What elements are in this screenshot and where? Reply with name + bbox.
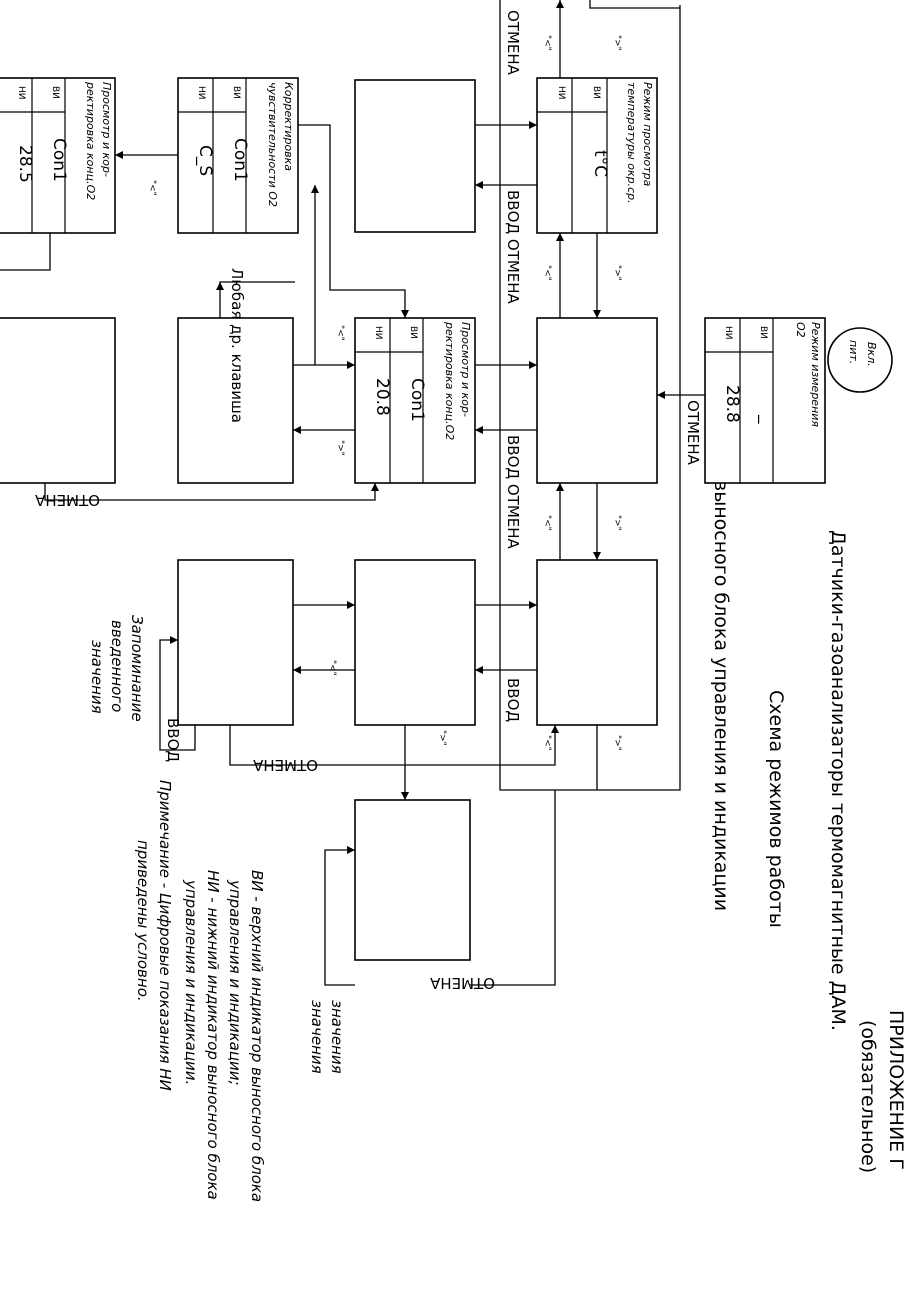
diagram-scheme: Схема режимов работы (765, 690, 787, 928)
conc2-title-l1: Просмотр и кор- (100, 82, 113, 177)
measure-title-l2: O2 (794, 322, 807, 338)
key-less-3: "<" (542, 515, 552, 531)
key-less-6: "<" (147, 180, 157, 196)
block-empty-c (536, 559, 658, 726)
block-conc-view: Просмотр и кор- ректировка конц.O2 ВИ Co… (354, 317, 476, 484)
conc-view-vi-value: Con1 (407, 378, 427, 422)
label-vvod-otmena-2: ВВОД ОТМЕНА (504, 435, 522, 550)
measure-vi-value: _ (757, 414, 777, 424)
title-block: ПРИЛОЖЕНИЕ Г (обязательное) Датчики-газо… (710, 480, 907, 1173)
conc2-vi-label: ВИ (50, 86, 60, 99)
temp-title-l2: температуры окр.ср. (625, 82, 638, 204)
temp-vi-value: t°C (590, 150, 610, 177)
sens-ni-value: C_S (195, 145, 215, 176)
block-empty-e (177, 559, 294, 726)
block-empty-f (177, 317, 294, 484)
block-temperature-view: Режим просмотра температуры окр.ср. ВИ t… (536, 77, 658, 234)
connector-lines (0, 0, 705, 986)
key-less-2: "<" (542, 265, 552, 281)
start-node-line2: пит. (847, 340, 860, 364)
note-remark-l2: приведены условно. (134, 840, 152, 1002)
block-empty-h (354, 799, 471, 961)
sens-vi-label: ВИ (231, 86, 241, 99)
key-greater-2: ">" (612, 265, 622, 281)
conc-view-title-l1: Просмотр и кор- (459, 322, 472, 417)
label-otmena-bus: ОТМЕНА (34, 491, 100, 509)
label-otmena-top: ОТМЕНА (504, 10, 522, 76)
block-measure-mode: Режим измерения O2 ВИ _ НИ 28.8 (704, 317, 826, 484)
conc-view-ni-value: 20.8 (372, 378, 392, 416)
key-less-1: "<" (542, 35, 552, 51)
store-l1: Запоминание (128, 615, 146, 722)
key-greater-4: ">" (612, 735, 622, 751)
measure-ni-value: 28.8 (722, 385, 742, 423)
label-otmena-measure: ОТМЕНА (684, 400, 702, 466)
arrowheads (115, 0, 665, 854)
diagram-unit: выносного блока управления и индикации (710, 480, 732, 911)
note-remark-l1: Примечание - Цифровые показания НИ (156, 780, 174, 1091)
conc2-ni-label: НИ (16, 86, 26, 100)
sens-ni-label: НИ (196, 86, 206, 100)
label-vvod-otmena-1: ВВОД ОТМЕНА (504, 190, 522, 305)
key-less-4: "<" (542, 735, 552, 751)
temp-vi-label: ВИ (591, 86, 601, 99)
note-vi-l2: управления и индикации; (226, 879, 244, 1086)
temp-title-l1: Режим просмотра (641, 82, 654, 187)
label-otmena-bottom: ОТМЕНА (429, 974, 495, 992)
conc2-title-l2: ректировка конц.O2 (84, 81, 97, 200)
block-sensitivity-correction: Корректировка чувствительности O2 ВИ Con… (177, 77, 299, 234)
start-node-line1: Вкл. (865, 342, 878, 367)
sens-title-l2: чувствительности O2 (266, 82, 279, 207)
block-conc-view-2: Просмотр и кор- ректировка конц.O2 ВИ Co… (0, 77, 116, 234)
key-less-7: "<" (327, 660, 337, 676)
key-greater-1: ">" (612, 35, 622, 51)
block-empty-b (536, 317, 658, 484)
key-less-5: "<" (335, 325, 345, 341)
key-greater-7: ">" (437, 730, 447, 746)
sens-vi-value: Con1 (230, 138, 250, 182)
block-empty-d (354, 559, 476, 726)
diagram-subject: Датчики-газоанализаторы термомагнитные Д… (827, 530, 849, 1031)
conc-view-title-l2: ректировка конц.O2 (443, 321, 456, 440)
sens-title-l1: Корректировка (282, 82, 295, 171)
label-any-key: Любая др. клавиша (228, 268, 246, 423)
appendix-title: ПРИЛОЖЕНИЕ Г (885, 1010, 907, 1170)
label-otmena-lower: ОТМЕНА (252, 756, 318, 774)
note-ni-l1: НИ - нижний индикатор выносного блока (204, 870, 222, 1200)
conc2-vi-value: Con1 (49, 138, 69, 182)
conc-view-vi-label: ВИ (408, 326, 418, 339)
store2-l2: значения (308, 1000, 326, 1074)
store-l2: введенного (108, 620, 126, 712)
label-vvod-lower: ВВОД (164, 718, 182, 762)
key-greater-3: ">" (612, 515, 622, 531)
measure-ni-label: НИ (723, 326, 733, 340)
conc-view-ni-label: НИ (373, 326, 383, 340)
measure-title-l1: Режим измерения (809, 322, 822, 427)
key-greater-5: ">" (335, 440, 345, 456)
appendix-status: (обязательное) (857, 1020, 879, 1173)
temp-ni-label: НИ (556, 86, 566, 100)
store-value-notes: Запоминание введенного значения значения… (88, 615, 346, 1074)
note-vi-l1: ВИ - верхний индикатор выносного блока (248, 870, 266, 1202)
store-l3: значения (88, 640, 106, 714)
label-vvod-1: ВВОД (504, 678, 522, 722)
start-node: Вкл. пит. (827, 327, 893, 393)
transition-labels: ОТМЕНА ВВОД ОТМЕНА ВВОД ОТМЕНА ВВОД ОТМЕ… (34, 10, 702, 992)
measure-vi-label: ВИ (758, 326, 768, 339)
legend-notes: ВИ - верхний индикатор выносного блока у… (134, 780, 266, 1202)
note-ni-l2: управления и индикации. (182, 879, 200, 1085)
conc2-ni-value: 28.5 (15, 145, 35, 183)
block-empty-a (354, 79, 476, 233)
block-empty-g (0, 317, 116, 484)
store2-l1: значения (328, 1000, 346, 1074)
